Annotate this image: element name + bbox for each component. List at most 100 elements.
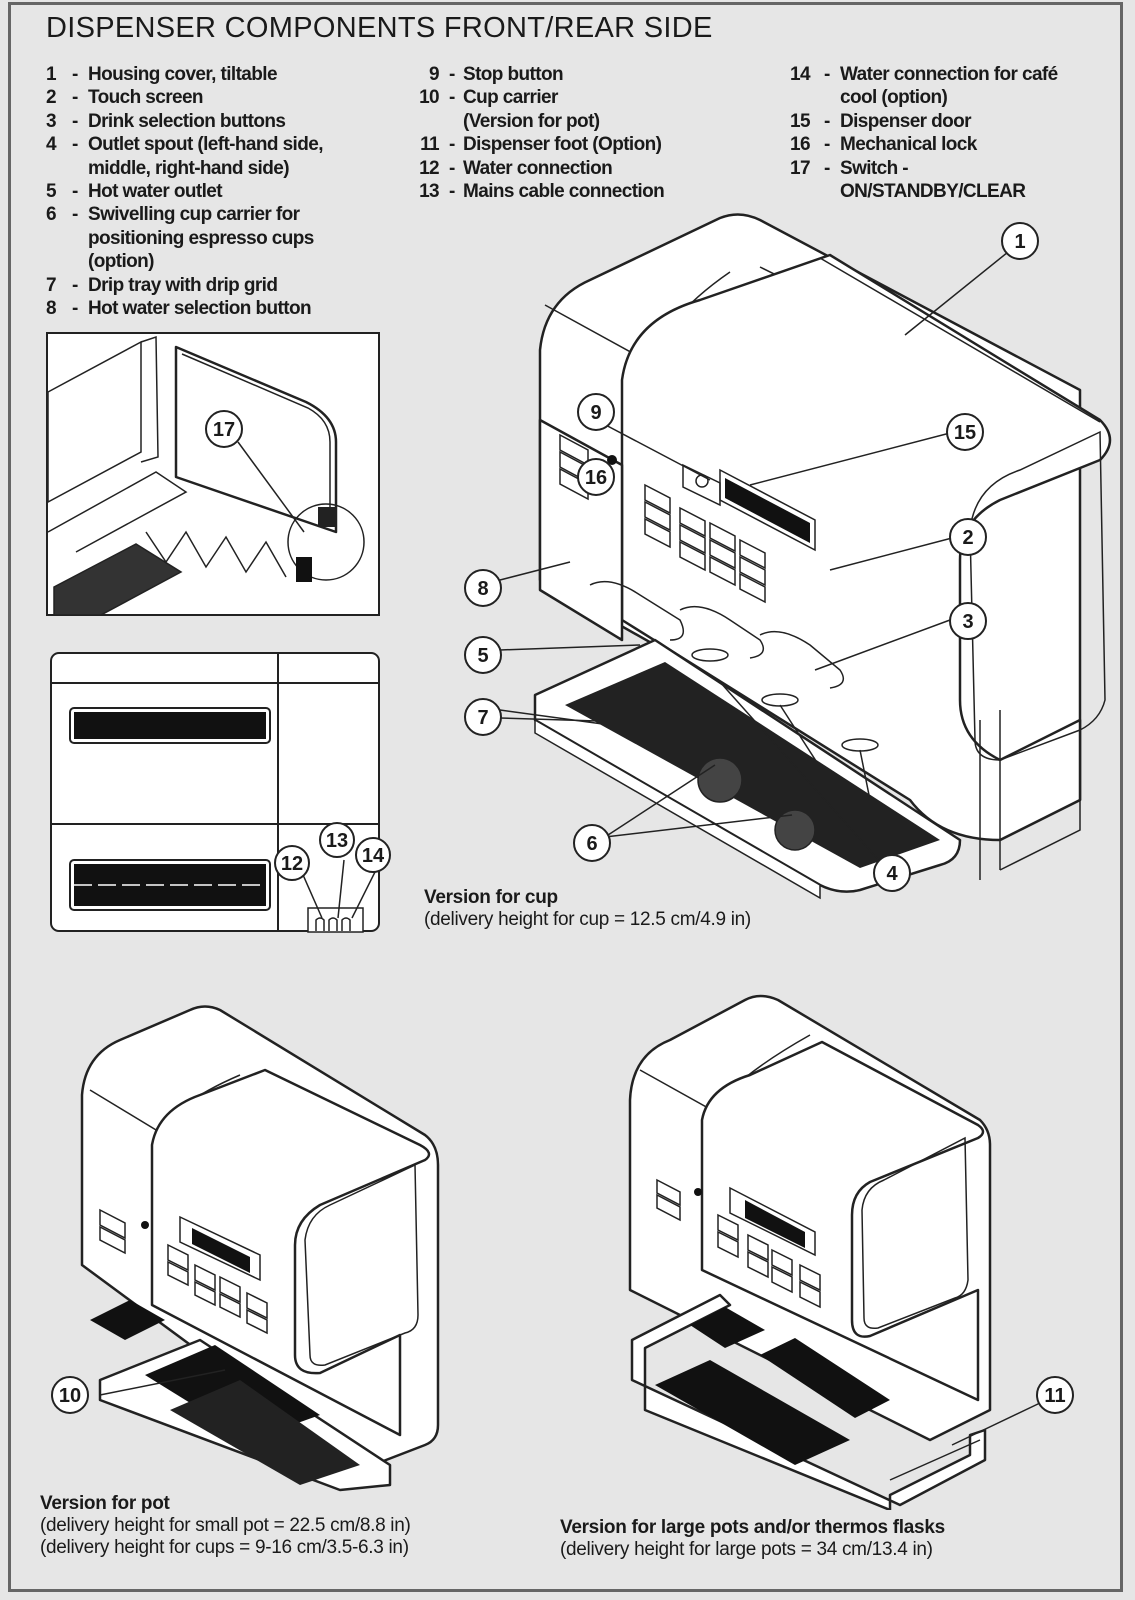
callout-11: 11 — [1036, 1376, 1074, 1414]
legend-dash: - — [449, 181, 455, 203]
caption-title: Version for cup — [424, 887, 558, 908]
svg-text:7: 7 — [477, 707, 488, 729]
legend-item: 10-Cup carrier (Version for pot) — [405, 86, 725, 133]
legend-number: 17 — [790, 157, 811, 179]
caption-large-pot-version: Version for large pots and/or thermos fl… — [560, 1517, 945, 1561]
legend-column-1: 1-Housing cover, tiltable 2-Touch screen… — [46, 63, 386, 320]
pot-version-illustration: 10 — [51, 1005, 440, 1492]
legend-number: 5 — [46, 181, 57, 203]
svg-text:1: 1 — [1014, 231, 1025, 253]
legend-item: 3-Drink selection buttons — [46, 110, 386, 133]
caption-line: (delivery height for small pot = 22.5 cm… — [40, 1515, 411, 1536]
callout-15: 15 — [946, 413, 984, 451]
caption-line: (delivery height for large pots = 34 cm/… — [560, 1539, 933, 1560]
legend-text: Water connection — [463, 157, 613, 179]
legend-text: Drip tray with drip grid — [88, 274, 278, 296]
legend-item: 11-Dispenser foot (Option) — [405, 133, 725, 156]
callout-2: 2 — [949, 518, 987, 556]
svg-text:15: 15 — [954, 422, 976, 444]
svg-text:2: 2 — [962, 527, 973, 549]
legend-item: 9-Stop button — [405, 63, 725, 86]
legend-item: 2-Touch screen — [46, 86, 386, 109]
legend-text: Water connection for café cool (option) — [840, 64, 1058, 109]
legend-number: 11 — [420, 134, 439, 156]
svg-text:11: 11 — [1044, 1385, 1065, 1407]
main-dispenser-illustration: 1 15 2 3 9 16 8 5 7 6 4 — [464, 213, 1112, 900]
legend-text: Cup carrier (Version for pot) — [463, 87, 600, 132]
legend-text: Hot water outlet — [88, 181, 223, 203]
legend-text: Dispenser door — [840, 110, 972, 132]
legend-text: Drink selection buttons — [88, 110, 286, 132]
inset-switch-illustration: 17 — [46, 332, 380, 616]
legend-item: 15-Dispenser door — [790, 110, 1090, 133]
legend-item: 4-Outlet spout (left-hand side, middle, … — [46, 133, 386, 180]
legend-number: 3 — [46, 110, 57, 132]
legend-number: 9 — [429, 64, 440, 85]
svg-text:9: 9 — [590, 402, 601, 424]
callout-7: 7 — [464, 698, 502, 736]
caption-line: (delivery height for cups = 9-16 cm/3.5-… — [40, 1537, 409, 1558]
legend-item: 13-Mains cable connection — [405, 180, 725, 203]
callout-3: 3 — [949, 602, 987, 640]
legend-text: Hot water selection button — [88, 298, 312, 320]
large-pot-version-illustration: 11 — [628, 994, 1074, 1510]
legend-number: 13 — [419, 181, 440, 203]
svg-text:4: 4 — [886, 863, 898, 885]
legend-item: 7-Drip tray with drip grid — [46, 274, 386, 297]
legend-text: Housing cover, tiltable — [88, 64, 278, 85]
caption-line: (delivery height for cup = 12.5 cm/4.9 i… — [424, 909, 751, 930]
legend-dash: - — [449, 87, 455, 109]
svg-text:10: 10 — [59, 1385, 81, 1407]
legend-number: 7 — [46, 274, 57, 296]
legend-text: Switch - ON/STANDBY/CLEAR — [840, 157, 1026, 203]
legend-text: Touch screen — [88, 87, 204, 109]
legend-number: 6 — [46, 204, 57, 226]
svg-text:8: 8 — [477, 578, 488, 600]
legend-text: Outlet spout (left-hand side, middle, ri… — [88, 134, 323, 179]
legend-column-2: 9-Stop button 10-Cup carrier (Version fo… — [405, 63, 725, 203]
legend-dash: - — [449, 157, 455, 179]
legend-dash: - — [72, 134, 78, 156]
page-title: DISPENSER COMPONENTS FRONT/REAR SIDE — [46, 12, 713, 44]
legend-item: 14-Water connection for café cool (optio… — [790, 63, 1090, 110]
legend-dash: - — [72, 87, 78, 109]
legend-dash: - — [72, 204, 78, 226]
callout-8: 8 — [464, 569, 502, 607]
legend-number: 4 — [46, 134, 57, 156]
legend-text: Swivelling cup carrier for positioning e… — [88, 204, 314, 273]
callout-10: 10 — [51, 1376, 89, 1414]
legend-dash: - — [72, 274, 78, 296]
svg-text:14: 14 — [362, 845, 385, 867]
legend-number: 10 — [419, 87, 440, 109]
legend-number: 2 — [46, 87, 57, 109]
legend-number: 1 — [46, 64, 57, 85]
svg-text:13: 13 — [326, 830, 348, 852]
caption-title: Version for large pots and/or thermos fl… — [560, 1517, 945, 1538]
callout-9: 9 — [577, 393, 615, 431]
callout-1: 1 — [1001, 222, 1039, 260]
svg-text:3: 3 — [962, 611, 973, 633]
callout-6: 6 — [573, 824, 611, 862]
legend-dash: - — [72, 298, 78, 320]
legend-number: 8 — [46, 298, 57, 320]
legend-text: Mechanical lock — [840, 134, 977, 156]
svg-text:6: 6 — [586, 833, 597, 855]
legend-text: Mains cable connection — [463, 181, 665, 203]
caption-title: Version for pot — [40, 1493, 170, 1514]
callout-12: 12 — [274, 845, 310, 881]
callout-16: 16 — [577, 458, 615, 496]
legend-number: 12 — [419, 157, 440, 179]
legend-number: 15 — [790, 110, 811, 132]
svg-text:12: 12 — [281, 853, 303, 875]
legend-item: 6-Swivelling cup carrier for positioning… — [46, 203, 386, 273]
legend-dash: - — [72, 110, 78, 132]
legend-item: 8-Hot water selection button — [46, 297, 386, 320]
callout-13: 13 — [319, 822, 355, 858]
legend-dash: - — [824, 110, 830, 132]
legend-text: Stop button — [463, 64, 564, 85]
legend-item: 17-Switch - ON/STANDBY/CLEAR — [790, 157, 1090, 204]
callout-5: 5 — [464, 636, 502, 674]
svg-text:17: 17 — [213, 419, 235, 441]
legend-number: 16 — [790, 134, 811, 156]
svg-text:16: 16 — [585, 467, 607, 489]
